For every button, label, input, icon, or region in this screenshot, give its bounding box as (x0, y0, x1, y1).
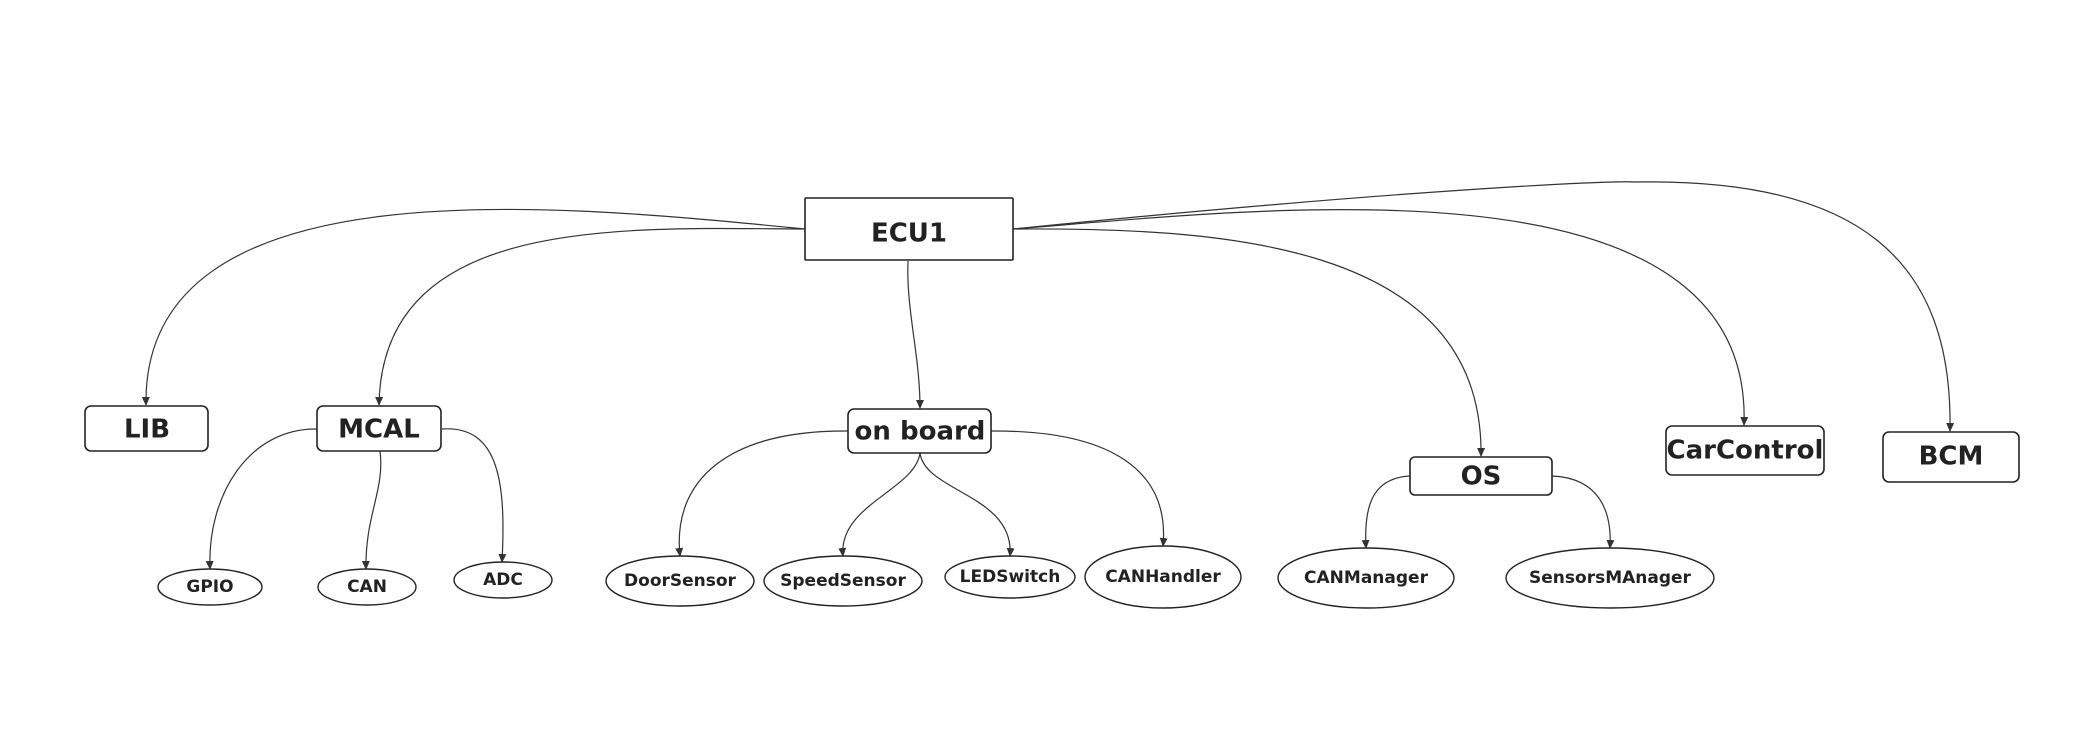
adc-node: ADC (453, 561, 553, 599)
edge-mcal-gpio (205, 428, 318, 570)
edge-ecu1-carcontrol (1012, 209, 1749, 426)
ecu1-node: ECU1 (804, 197, 1014, 261)
carcontrol-node: CarControl (1665, 425, 1825, 476)
sensorsmanager-node: SensorsMAnager (1505, 547, 1715, 609)
edge-mcal-adc (441, 428, 507, 563)
gpio-node: GPIO (157, 568, 263, 606)
doorsensor-label: DoorSensor (624, 571, 737, 591)
speedsensor-node: SpeedSensor (763, 555, 923, 607)
edge-os-sensorsmanager (1551, 475, 1615, 549)
adc-label: ADC (483, 570, 523, 590)
edge-ecu1-os (1012, 228, 1486, 457)
lib-node: LIB (84, 405, 209, 452)
edge-onboard-ledswitch (919, 452, 1015, 557)
ledswitch-node: LEDSwitch (944, 555, 1076, 599)
os-node: OS (1409, 456, 1553, 496)
os-label: OS (1461, 462, 1502, 492)
edge-onboard-speedsensor (838, 452, 921, 557)
doorsensor-node: DoorSensor (605, 555, 755, 607)
canhandler-label: CANHandler (1105, 567, 1221, 587)
edge-ecu1-lib (141, 208, 806, 406)
edge-os-canmanager (1361, 475, 1411, 549)
ecu1-label: ECU1 (871, 219, 947, 249)
carcontrol-label: CarControl (1667, 436, 1824, 466)
edge-onboard-canhandler (990, 430, 1168, 547)
sensorsmanager-label: SensorsMAnager (1529, 568, 1692, 588)
speedsensor-label: SpeedSensor (780, 571, 906, 591)
edge-ecu1-bcm (1012, 181, 1955, 432)
mcal-node: MCAL (316, 405, 442, 452)
can-node: CAN (317, 568, 417, 606)
onboard-label: on board (855, 417, 986, 447)
canmanager-label: CANManager (1304, 568, 1429, 588)
edge-onboard-doorsensor (675, 430, 849, 557)
onboard-node: on board (847, 408, 992, 454)
canmanager-node: CANManager (1277, 547, 1455, 609)
bcm-node: BCM (1882, 431, 2020, 483)
canhandler-node: CANHandler (1084, 545, 1242, 609)
edge-ecu1-mcal (375, 227, 806, 406)
edge-ecu1-onboard (907, 260, 924, 409)
gpio-label: GPIO (186, 577, 233, 597)
mcal-label: MCAL (338, 415, 420, 445)
bcm-label: BCM (1919, 442, 1984, 472)
edge-mcal-can (361, 450, 382, 570)
can-label: CAN (347, 577, 387, 597)
lib-label: LIB (124, 415, 170, 445)
ledswitch-label: LEDSwitch (960, 567, 1061, 587)
